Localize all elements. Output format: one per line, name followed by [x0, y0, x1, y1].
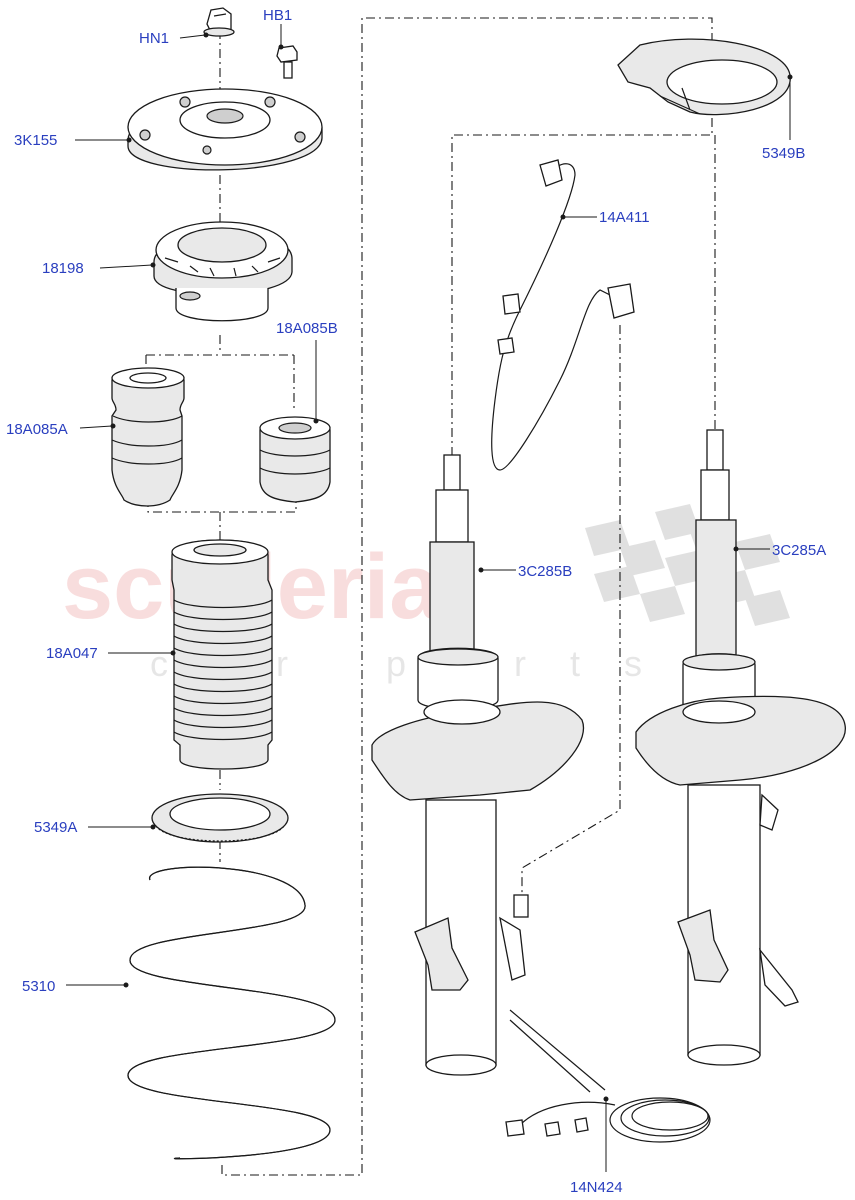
wiring-harness-14n424: [505, 1009, 711, 1143]
coil-spring-5310: [127, 866, 336, 1160]
upper-seat-5349b: [617, 38, 791, 116]
leader-lines: [66, 24, 793, 1172]
strut-3c285b: [371, 454, 585, 1076]
label-3k155: 3K155: [14, 132, 57, 149]
bearing-18198: [153, 221, 293, 322]
assembly-lines: [145, 17, 716, 1176]
label-14a411: 14A411: [599, 209, 650, 226]
top-mount-3k155: [127, 88, 323, 171]
label-18a047: 18A047: [46, 645, 98, 662]
flange-nut-hn1: [203, 7, 235, 37]
checkered-flag-icon: [585, 504, 790, 626]
label-14n424: 14N424: [570, 1179, 623, 1196]
spring-seat-5349a: [151, 793, 289, 843]
part-labels: HN1 HB1 3K155 18198 18A085B 18A085A 18A0…: [6, 7, 826, 1196]
label-hb1: HB1: [263, 7, 292, 24]
label-3c285a: 3C285A: [772, 542, 826, 559]
dust-boot-18a047: [171, 539, 273, 770]
label-18a085b: 18A085B: [276, 320, 338, 337]
label-hn1: HN1: [139, 30, 169, 47]
label-5310: 5310: [22, 978, 55, 995]
sensor-harness-14a411: [491, 159, 635, 471]
label-5349b: 5349B: [762, 145, 805, 162]
bolt-hb1: [276, 45, 298, 79]
bump-stop-18a085a: [111, 367, 185, 507]
bump-stop-18a085b: [259, 416, 331, 503]
label-18a085a: 18A085A: [6, 421, 68, 438]
label-3c285b: 3C285B: [518, 563, 572, 580]
label-5349a: 5349A: [34, 819, 77, 836]
label-18198: 18198: [42, 260, 84, 277]
strut-3c285a: [635, 429, 846, 1066]
